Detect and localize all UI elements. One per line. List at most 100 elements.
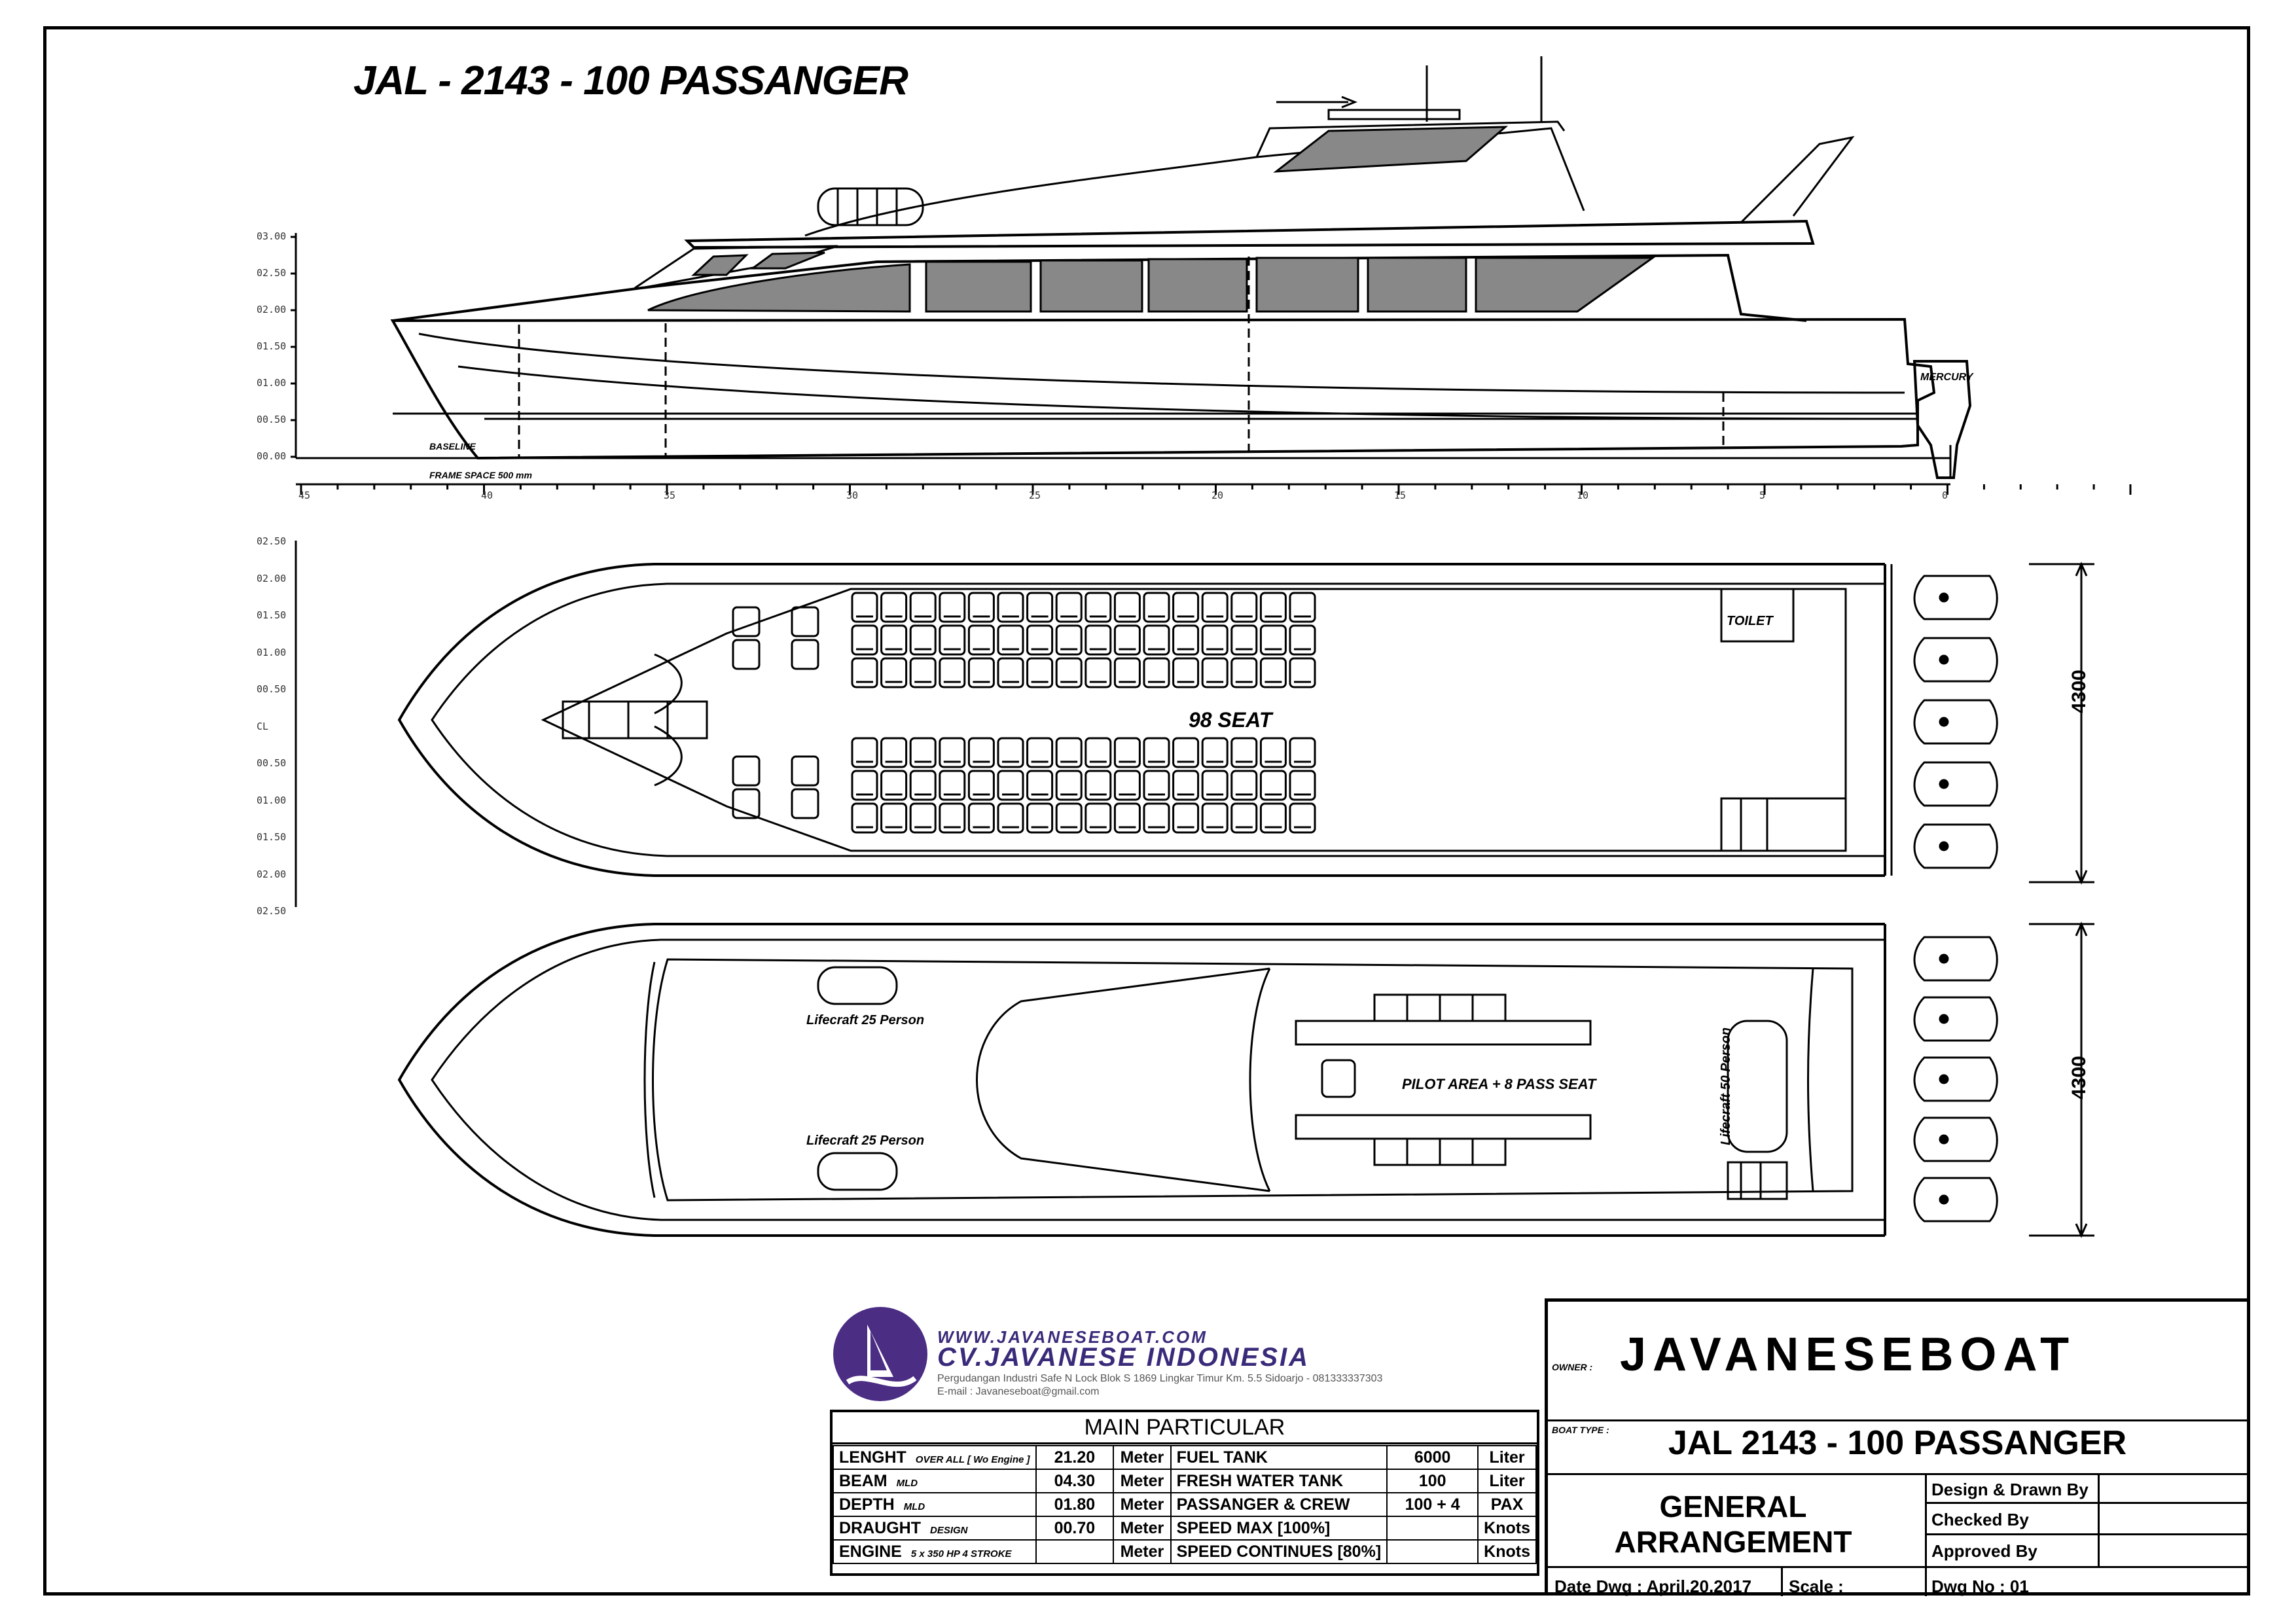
passenger-seat — [1085, 770, 1112, 801]
passenger-seat — [909, 592, 937, 623]
particular-unit2: Liter — [1477, 1469, 1537, 1493]
engine-mount — [1939, 717, 1949, 727]
passenger-seat — [967, 737, 995, 768]
passenger-seat — [1230, 770, 1258, 801]
particular-value: 21.20 — [1035, 1445, 1115, 1470]
outboard-engine-top — [1913, 1177, 1998, 1222]
beam-dimension-upper — [2029, 921, 2094, 1238]
outboard-engine — [1912, 360, 1972, 479]
particular-note: MLD — [896, 1477, 918, 1489]
passenger-seat — [997, 592, 1024, 623]
height-scale — [291, 233, 2132, 495]
forward-seat — [791, 606, 819, 637]
particular-note: MLD — [903, 1501, 925, 1512]
passenger-seat — [909, 802, 937, 834]
passenger-seat — [1230, 802, 1258, 834]
passenger-seat — [1085, 802, 1112, 834]
passenger-seat — [1172, 802, 1200, 834]
frame-tick-label: 10 — [1577, 490, 1589, 501]
outboard-engine-top — [1913, 936, 1998, 982]
passenger-seat — [1289, 592, 1316, 623]
passenger-seat — [1026, 624, 1054, 656]
height-tick-label: 03.00 — [257, 230, 287, 242]
toilet-label: TOILET — [1727, 614, 1773, 628]
height-tick-label: 02.00 — [257, 304, 287, 315]
engine-mount — [1939, 1134, 1949, 1145]
passenger-seat — [851, 802, 878, 834]
frame-tick-label: 30 — [846, 490, 859, 501]
baseline-label: BASELINE — [429, 441, 476, 452]
outboard-engine-top — [1913, 699, 1998, 745]
particular-unit2-text: PAX — [1490, 1495, 1524, 1514]
passenger-seat — [1085, 737, 1112, 768]
particular-label2-text: SPEED MAX [100%] — [1176, 1518, 1331, 1537]
drawing-name-line2: ARRANGEMENT — [1614, 1525, 1852, 1559]
particular-note: DESIGN — [930, 1524, 968, 1536]
passenger-seat — [851, 592, 878, 623]
particular-label2-text: SPEED CONTINUES [80%] — [1176, 1542, 1382, 1561]
side-profile-hull — [296, 56, 1972, 479]
passenger-seat — [939, 592, 966, 623]
particular-label2: FUEL TANK — [1170, 1445, 1388, 1470]
passenger-seat — [880, 657, 908, 688]
drawing-number: Dwg No : 01 — [1931, 1577, 2029, 1596]
company-logo — [833, 1307, 927, 1401]
passenger-seat — [909, 624, 937, 656]
particular-unit: Meter — [1113, 1445, 1172, 1470]
passenger-seat — [1259, 657, 1287, 688]
passenger-seat — [851, 624, 878, 656]
passenger-seat — [1143, 624, 1170, 656]
beam-tick-label: 02.50 — [257, 905, 287, 917]
outboard-engine-top — [1913, 1116, 1998, 1162]
outboard-engine-top — [1913, 761, 1998, 807]
particular-label2: SPEED CONTINUES [80%] — [1170, 1539, 1388, 1564]
passenger-seat — [1143, 737, 1170, 768]
particular-note: OVER ALL [ Wo Engine ] — [915, 1454, 1030, 1465]
passenger-seat — [1085, 657, 1112, 688]
frame-space-label: FRAME SPACE 500 mm — [429, 470, 532, 480]
passenger-seat — [1113, 802, 1141, 834]
particular-unit: Meter — [1113, 1492, 1172, 1517]
beam-tick-label: 02.50 — [257, 535, 287, 547]
passenger-seat — [1085, 592, 1112, 623]
drawing-scale: Scale : — [1789, 1577, 1844, 1596]
particular-unit-text: Meter — [1120, 1542, 1164, 1561]
passenger-seat — [880, 770, 908, 801]
particular-value: 00.70 — [1035, 1516, 1115, 1541]
passenger-seat — [967, 592, 995, 623]
forward-seat — [791, 639, 819, 670]
passenger-seat — [1289, 737, 1316, 768]
particular-unit2: Knots — [1477, 1539, 1537, 1564]
particular-note: 5 x 350 HP 4 STROKE — [910, 1548, 1012, 1560]
title-block: OWNER : JAVANESEBOAT BOAT TYPE : JAL 214… — [1545, 1298, 2250, 1596]
passenger-seat — [1055, 770, 1083, 801]
passenger-seat — [1113, 657, 1141, 688]
passenger-seat — [1230, 624, 1258, 656]
passenger-seat — [909, 770, 937, 801]
passenger-seat — [880, 737, 908, 768]
passenger-seat — [1113, 770, 1141, 801]
drawing-title: JAL - 2143 - 100 PASSANGER — [353, 58, 908, 103]
seat-count-label: 98 SEAT — [1189, 708, 1272, 732]
boat-type-name: JAL 2143 - 100 PASSANGER — [1668, 1424, 2127, 1462]
passenger-seats — [732, 592, 1316, 834]
passenger-seat — [1230, 592, 1258, 623]
owner-name: JAVANESEBOAT — [1620, 1329, 2076, 1381]
passenger-seat — [1085, 624, 1112, 656]
passenger-seat — [997, 737, 1024, 768]
particular-value-text: 00.70 — [1054, 1518, 1096, 1537]
frame-tick-label: 0 — [1942, 490, 1948, 501]
lifecraft-stbd-label: Lifecraft 25 Person — [806, 1133, 925, 1148]
beam-tick-label: 01.00 — [257, 794, 287, 806]
pilot-area-label: PILOT AREA + 8 PASS SEAT — [1402, 1076, 1596, 1092]
particular-unit: Meter — [1113, 1539, 1172, 1564]
passenger-seat — [1143, 657, 1170, 688]
particular-value-text: 21.20 — [1054, 1448, 1096, 1467]
engine-mount — [1939, 954, 1949, 964]
engine-brand: MERCURY — [1920, 372, 1973, 383]
forward-seat — [732, 606, 761, 637]
